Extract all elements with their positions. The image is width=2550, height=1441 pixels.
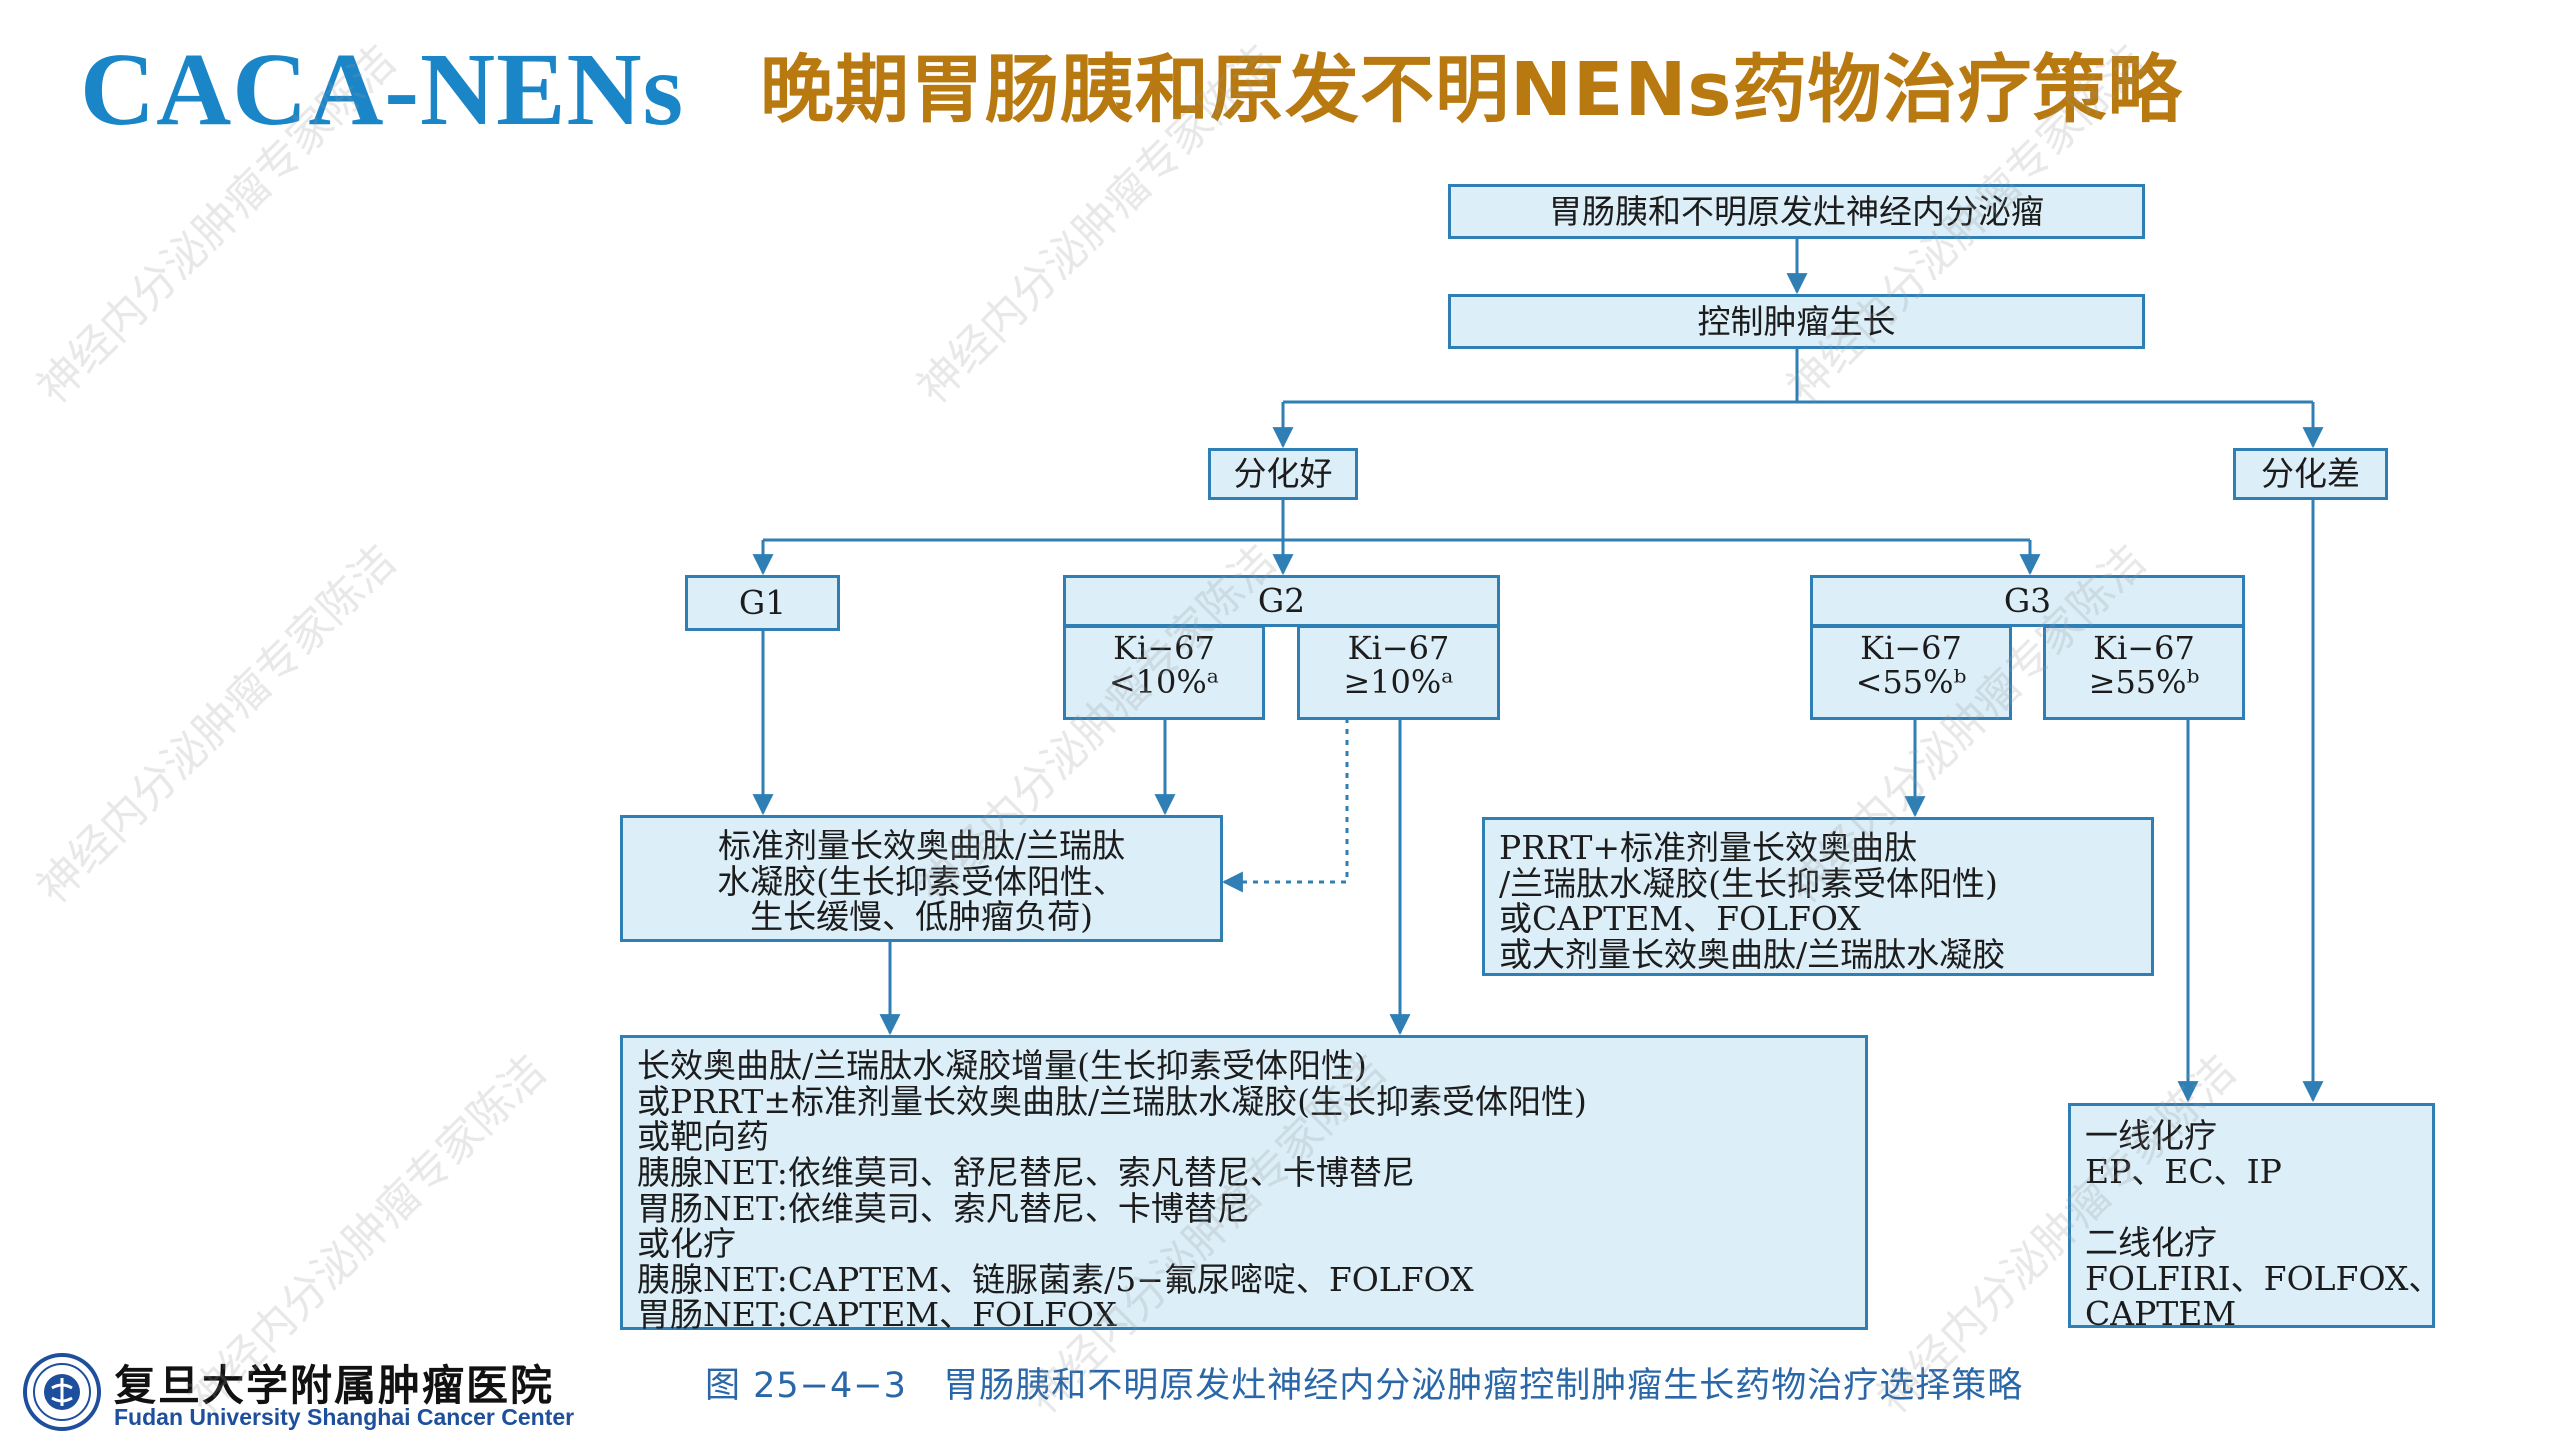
node-g3-ki67-high: Ki−67 ≥55%ᵇ [2043,625,2245,720]
hospital-emblem-icon [23,1353,101,1431]
page-title: 晚期胃肠胰和原发不明NENs药物治疗策略 [760,47,2183,133]
node-g2-ki67-low: Ki−67 <10%ᵃ [1063,625,1265,720]
node-g3-ki67-low: Ki−67 <55%ᵇ [1810,625,2012,720]
figure-caption: 图 25−4−3 胃肠胰和不明原发灶神经内分泌肿瘤控制肿瘤生长药物治疗选择策略 [705,1366,2024,1406]
node-g3: G3 [1810,575,2245,627]
hospital-name-cn: 复旦大学附属肿瘤医院 [114,1361,555,1410]
node-control-growth: 控制肿瘤生长 [1448,294,2145,349]
node-g2: G2 [1063,575,1500,627]
node-poorly-differentiated: 分化差 [2233,448,2388,500]
hospital-logo: 复旦大学附属肿瘤医院 Fudan University Shanghai Can… [22,1348,574,1438]
node-well-differentiated: 分化好 [1208,448,1358,500]
node-prrt-option: PRRT+标准剂量长效奥曲肽 /兰瑞肽水凝胶(生长抑素受体阳性) 或CAPTEM… [1482,817,2154,976]
node-escalation-options: 长效奥曲肽/兰瑞肽水凝胶增量(生长抑素受体阳性) 或PRRT±标准剂量长效奥曲肽… [620,1035,1868,1333]
node-root: 胃肠胰和不明原发灶神经内分泌瘤 [1448,184,2145,239]
node-chemotherapy: 一线化疗 EP、EC、IP 二线化疗 FOLFIRI、FOLFOX、 CAPTE… [2068,1103,2441,1331]
dotted-g2high-to-ssa [1221,718,1349,893]
hospital-name-en: Fudan University Shanghai Cancer Center [114,1404,575,1430]
node-ssa-standard: 标准剂量长效奥曲肽/兰瑞肽 水凝胶(生长抑素受体阳性、 生长缓慢、低肿瘤负荷) [620,815,1223,942]
node-g1: G1 [685,575,840,631]
brand-title: CACA-NENs [80,32,685,147]
node-g2-ki67-high: Ki−67 ≥10%ᵃ [1297,625,1500,720]
